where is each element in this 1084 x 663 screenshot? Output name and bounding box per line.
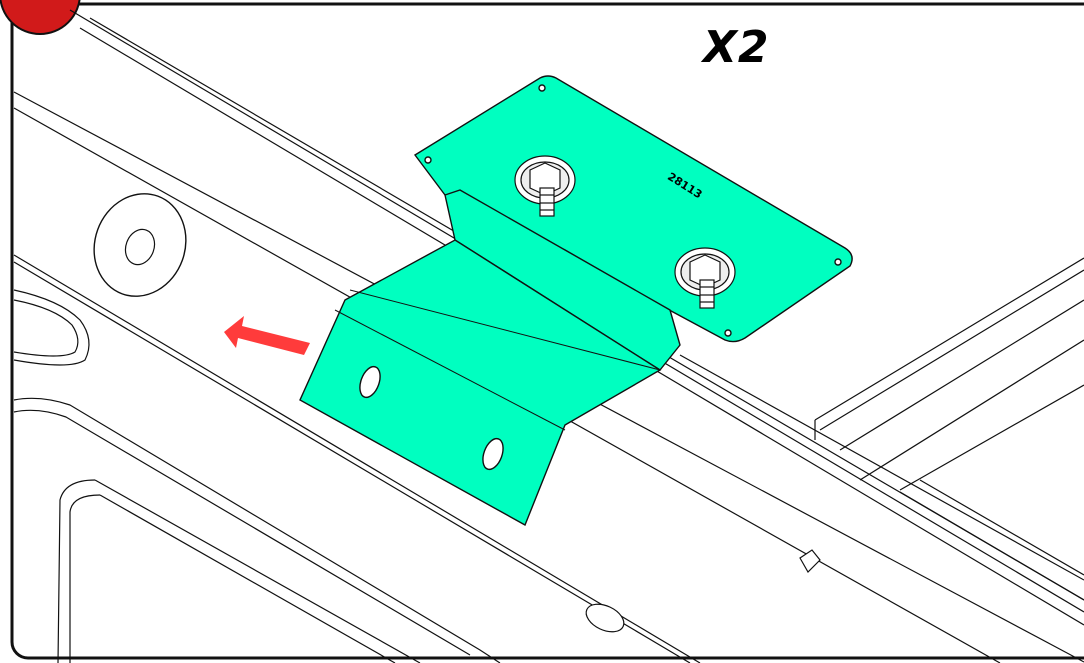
frame-hole: [585, 603, 625, 633]
frame-marker: [799, 549, 821, 573]
mounting-bracket: [299, 75, 853, 526]
washer-icon: [93, 193, 187, 297]
side-rail: [679, 257, 1084, 601]
step-badge-icon: [0, 0, 81, 35]
bracket-slot: [359, 365, 381, 399]
bolt-icon: [514, 155, 576, 217]
bolt-icon: [674, 247, 736, 309]
arrow-left-icon: [224, 316, 310, 355]
quantity-label: X2: [703, 22, 770, 73]
bracket-slot: [482, 437, 504, 471]
frame-panel: [13, 289, 501, 663]
diagram-frame: [10, 2, 1084, 660]
